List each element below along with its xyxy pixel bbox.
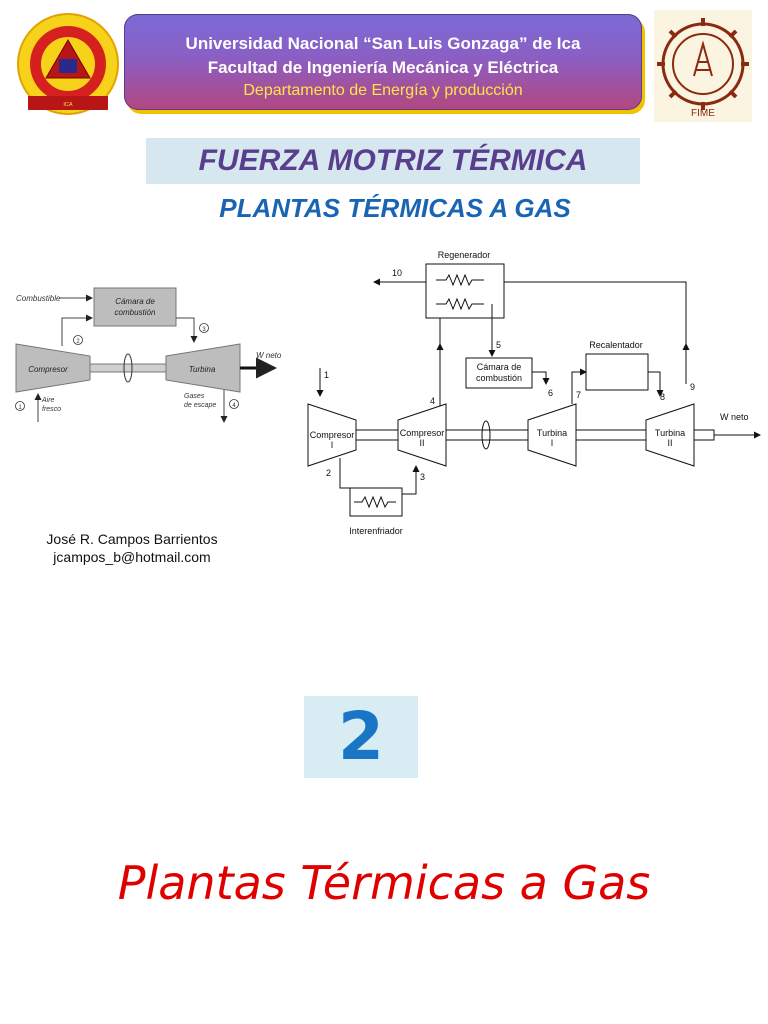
interenfriador-label: Interenfriador — [349, 526, 403, 536]
gases-label-2: de escape — [184, 402, 216, 409]
turbina-2-num: II — [667, 438, 672, 448]
point-8-label: 8 — [660, 392, 665, 402]
point-3-complex-label: 3 — [420, 472, 425, 482]
compresor-1-num: I — [331, 440, 334, 450]
point-10-label: 10 — [392, 268, 402, 278]
point-2-complex-label: 2 — [326, 468, 331, 478]
point-7-label: 7 — [576, 390, 581, 400]
chapter-title: Plantas Térmicas a Gas — [117, 856, 651, 910]
page-subtitle: PLANTAS TÉRMICAS A GAS — [219, 193, 571, 223]
point-1-label: 1 — [18, 405, 22, 411]
turbina-label: Turbina — [189, 365, 216, 374]
w-neto-label: W neto — [256, 351, 282, 360]
fime-logo: FIME — [654, 10, 752, 122]
logo-caption: ICA — [63, 102, 73, 108]
point-3-label: 3 — [202, 327, 206, 333]
complex-gas-turbine-diagram: Regenerador 10 5 Cámara de combustión 6 … — [307, 250, 761, 536]
turbina-1-label: Turbina — [537, 428, 567, 438]
header-banner: Universidad Nacional “San Luis Gonzaga” … — [124, 14, 642, 110]
turbina-2-label: Turbina — [655, 428, 685, 438]
point-1-complex-label: 1 — [324, 370, 329, 380]
point-5-label: 5 — [496, 340, 501, 350]
compresor-2-num: II — [419, 438, 424, 448]
point-2-label: 2 — [76, 339, 80, 345]
turbine-shape — [165, 343, 241, 393]
author-block: José R. Campos Barrientos jcampos_b@hotm… — [22, 530, 242, 566]
point-6-label: 6 — [548, 388, 553, 398]
turbine-2-shape — [645, 403, 695, 467]
chapter-number-box: 2 — [304, 696, 418, 778]
author-email: jcampos_b@hotmail.com — [53, 549, 211, 565]
recalentador-label: Recalentador — [589, 340, 643, 350]
camara-label-1: Cámara de — [115, 297, 155, 306]
point-9-label: 9 — [690, 382, 695, 392]
point-4-label: 4 — [232, 403, 236, 409]
page-title: FUERZA MOTRIZ TÉRMICA — [198, 144, 588, 177]
aire-label-1: Aire — [41, 397, 55, 404]
camara-label-2: combustión — [115, 308, 156, 317]
faculty-name: Facultad de Ingeniería Mecánica y Eléctr… — [207, 58, 559, 77]
chapter-number: 2 — [338, 698, 384, 775]
aire-label-2: fresco — [42, 406, 61, 413]
turbina-1-num: I — [551, 438, 554, 448]
author-name: José R. Campos Barrientos — [46, 531, 218, 547]
camara-complex-label-1: Cámara de — [477, 362, 522, 372]
simple-gas-turbine-diagram: Combustible Cámara de combustión 2 3 Com… — [15, 287, 282, 423]
point-4-complex-label: 4 — [430, 396, 435, 406]
compressor-2-shape — [397, 403, 447, 467]
turbine-1-shape — [527, 403, 577, 467]
gases-label-1: Gases — [184, 393, 205, 400]
compresor-1-label: Compresor — [310, 430, 355, 440]
title-box: FUERZA MOTRIZ TÉRMICA — [146, 138, 640, 184]
department-name: Departamento de Energía y producción — [243, 82, 523, 99]
compresor-2-label: Compresor — [400, 428, 445, 438]
fime-logo-text: FIME — [691, 108, 715, 119]
camara-complex-label-2: combustión — [476, 373, 522, 383]
w-neto-complex-label: W neto — [720, 412, 749, 422]
university-name: Universidad Nacional “San Luis Gonzaga” … — [185, 34, 581, 53]
shaft — [89, 363, 167, 373]
combustible-label: Combustible — [16, 294, 61, 303]
compressor-1-shape — [307, 403, 357, 467]
regenerador-label: Regenerador — [438, 250, 491, 260]
university-logo: ICA — [17, 13, 119, 115]
compressor-shape — [15, 343, 91, 393]
compresor-label: Compresor — [28, 365, 68, 374]
